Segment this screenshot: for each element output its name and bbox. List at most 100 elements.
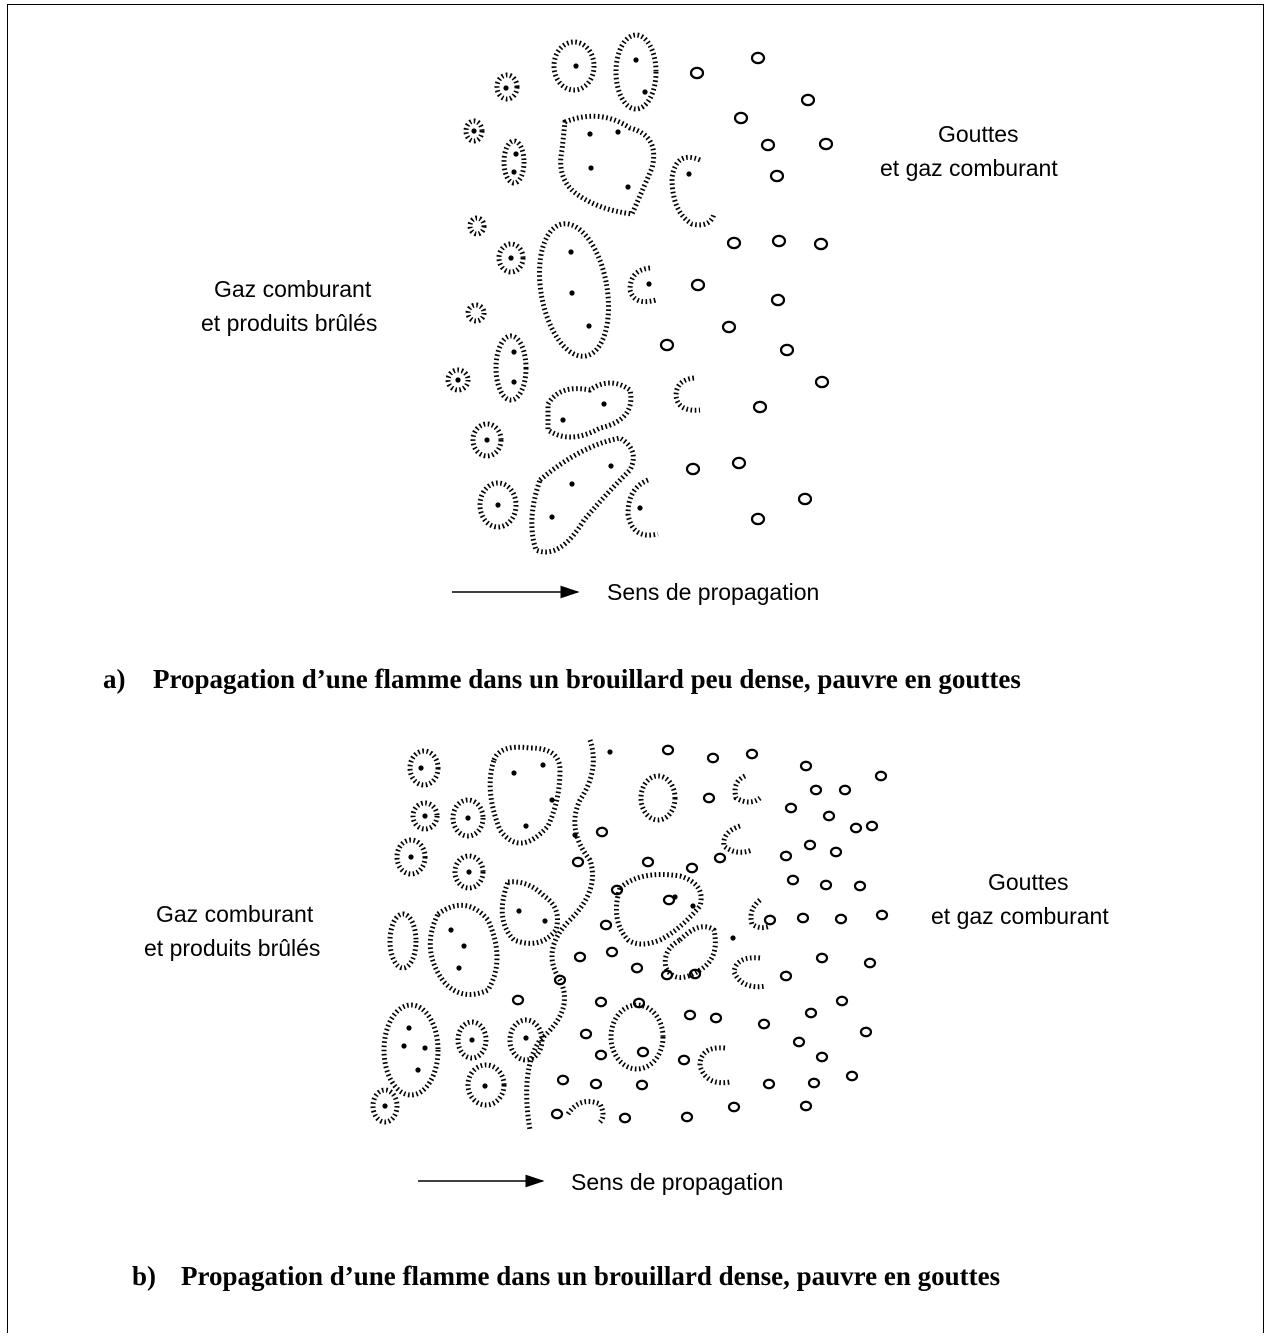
droplet-core xyxy=(513,151,519,157)
flame-envelope xyxy=(445,367,471,393)
flame-envelope xyxy=(524,739,596,1131)
panel-b-right-label-line2: et gaz comburant xyxy=(931,903,1109,929)
droplet-core xyxy=(646,281,652,287)
flame-envelope xyxy=(697,1045,731,1086)
droplet xyxy=(589,1078,603,1090)
droplet xyxy=(770,293,786,307)
droplet xyxy=(636,1046,650,1058)
droplet-core xyxy=(422,1045,428,1051)
droplet xyxy=(752,400,768,414)
droplet-core xyxy=(587,131,593,137)
flame-envelope xyxy=(465,302,487,324)
flame-envelope xyxy=(455,1019,489,1061)
droplet xyxy=(818,137,834,151)
droplet-core xyxy=(523,1035,529,1041)
droplet xyxy=(769,169,785,183)
droplet xyxy=(688,968,702,980)
panel-b-left-label-line2: et produits brûlés xyxy=(144,935,320,961)
droplet xyxy=(865,820,879,832)
panel-a-flame-zones xyxy=(445,32,717,555)
flame-envelope xyxy=(381,1002,441,1098)
flame-envelope xyxy=(501,138,527,186)
droplet-core xyxy=(549,514,555,520)
droplet xyxy=(757,1018,771,1030)
droplet-core xyxy=(415,1067,421,1073)
droplet-core xyxy=(542,918,548,924)
droplet xyxy=(709,1012,723,1024)
droplet xyxy=(713,852,727,864)
droplet xyxy=(863,957,877,969)
droplet-core xyxy=(633,57,639,63)
droplet-core xyxy=(511,349,517,355)
panel-b-direction-label: Sens de propagation xyxy=(571,1169,783,1195)
droplet-core xyxy=(495,502,501,508)
droplet xyxy=(677,1054,691,1066)
droplet-core xyxy=(569,481,575,487)
panel-a-right-label-line1: Gouttes xyxy=(938,121,1019,147)
droplet xyxy=(845,1070,859,1082)
flame-envelope xyxy=(477,480,519,530)
flame-envelope xyxy=(387,911,419,971)
droplet-core xyxy=(511,770,517,776)
droplet xyxy=(786,874,800,886)
droplet-core xyxy=(448,927,454,933)
flame-envelope xyxy=(463,118,485,144)
flame-envelope xyxy=(625,477,659,538)
panel-b-flame-zones xyxy=(370,739,771,1131)
droplet xyxy=(803,839,817,851)
flame-envelope xyxy=(427,902,500,997)
droplet-core xyxy=(607,749,613,755)
droplet xyxy=(726,236,742,250)
droplet-core xyxy=(406,1025,412,1031)
droplet xyxy=(807,1077,821,1089)
droplet-core xyxy=(508,255,514,261)
flame-envelope xyxy=(507,1017,545,1063)
droplet xyxy=(799,1100,813,1112)
droplet-core xyxy=(422,813,428,819)
droplet-core xyxy=(456,965,462,971)
flame-envelope xyxy=(467,215,487,237)
droplet-core xyxy=(572,832,578,838)
droplet xyxy=(594,1049,608,1061)
flame-envelope xyxy=(465,1062,507,1108)
droplet xyxy=(641,856,655,868)
droplet xyxy=(797,492,813,506)
droplet-core xyxy=(568,249,574,255)
droplet-core xyxy=(608,463,614,469)
droplet-core xyxy=(511,169,517,175)
droplet xyxy=(874,770,888,782)
droplet-core xyxy=(642,89,648,95)
droplet-core xyxy=(418,765,424,771)
flame-envelope xyxy=(627,265,657,305)
flame-envelope xyxy=(536,221,612,359)
droplet xyxy=(594,996,608,1008)
flame-envelope xyxy=(662,924,718,980)
flame-envelope xyxy=(613,32,659,112)
droplet-core xyxy=(690,903,696,909)
droplet-core xyxy=(484,437,490,443)
flame-envelope xyxy=(499,879,560,946)
droplet-core xyxy=(511,379,517,385)
droplet xyxy=(834,913,848,925)
figure-frame xyxy=(7,4,1264,1333)
droplet-core xyxy=(637,505,643,511)
droplet xyxy=(550,1108,564,1120)
droplet-core xyxy=(573,63,579,69)
droplet xyxy=(660,969,674,981)
droplet xyxy=(685,862,699,874)
droplet xyxy=(771,234,787,248)
flame-envelope xyxy=(452,853,486,891)
panel-a-right-label-line2: et gaz comburant xyxy=(880,155,1058,181)
droplet xyxy=(659,338,675,352)
droplet xyxy=(630,962,644,974)
flame-envelope xyxy=(721,823,753,855)
droplet xyxy=(706,752,720,764)
panel-a-left-label-line1: Gaz comburant xyxy=(214,276,372,302)
droplet xyxy=(819,879,833,891)
droplet xyxy=(662,894,676,906)
droplet-core xyxy=(469,1037,475,1043)
droplet xyxy=(599,919,613,931)
panel-b: Gouttes et gaz comburant Gaz comburant e… xyxy=(132,739,1109,1291)
droplet xyxy=(690,278,706,292)
